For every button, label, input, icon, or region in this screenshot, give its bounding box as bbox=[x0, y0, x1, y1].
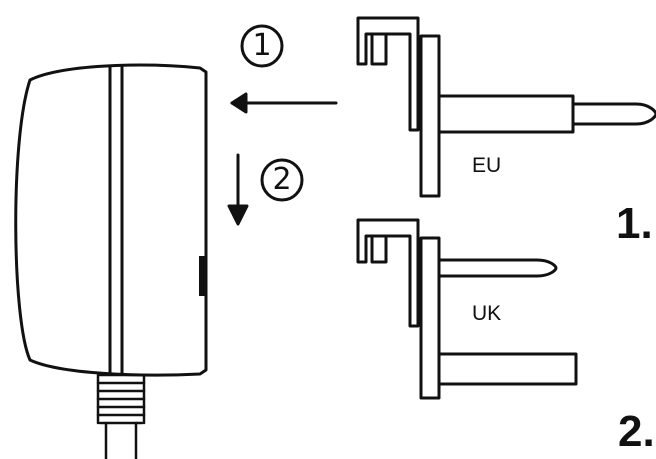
power-adapter bbox=[14, 63, 208, 459]
uk-plug-round-pin bbox=[437, 258, 558, 278]
eu-plug-pin-shaft bbox=[437, 94, 575, 134]
eu-plug-plate bbox=[419, 34, 441, 198]
eu-plug-hook bbox=[356, 16, 420, 132]
uk-plug-plate bbox=[419, 236, 441, 400]
uk-plug bbox=[356, 218, 578, 400]
adapter-body-outline bbox=[14, 63, 208, 377]
eu-plug-pin-tip bbox=[571, 102, 656, 126]
eu-plug-clip bbox=[370, 32, 388, 66]
uk-plug-clip bbox=[370, 234, 388, 264]
cable-strain-relief bbox=[96, 373, 146, 459]
step-2-label: 2 bbox=[272, 162, 292, 197]
step-1-circle bbox=[240, 24, 284, 68]
eu-plug-label: EU bbox=[472, 154, 502, 177]
eu-plug bbox=[356, 16, 656, 198]
arrow-down-icon bbox=[227, 153, 249, 226]
side-number-1: 1. bbox=[616, 199, 653, 248]
arrow-left-icon bbox=[230, 92, 338, 114]
uk-plug-label: UK bbox=[472, 302, 502, 325]
uk-plug-flat-pin bbox=[437, 352, 578, 386]
step-2-circle bbox=[260, 158, 304, 202]
adapter-latch-button bbox=[199, 256, 206, 296]
uk-plug-hook bbox=[356, 218, 420, 328]
step-1-label: 1 bbox=[252, 28, 272, 63]
side-number-2: 2. bbox=[618, 407, 655, 456]
